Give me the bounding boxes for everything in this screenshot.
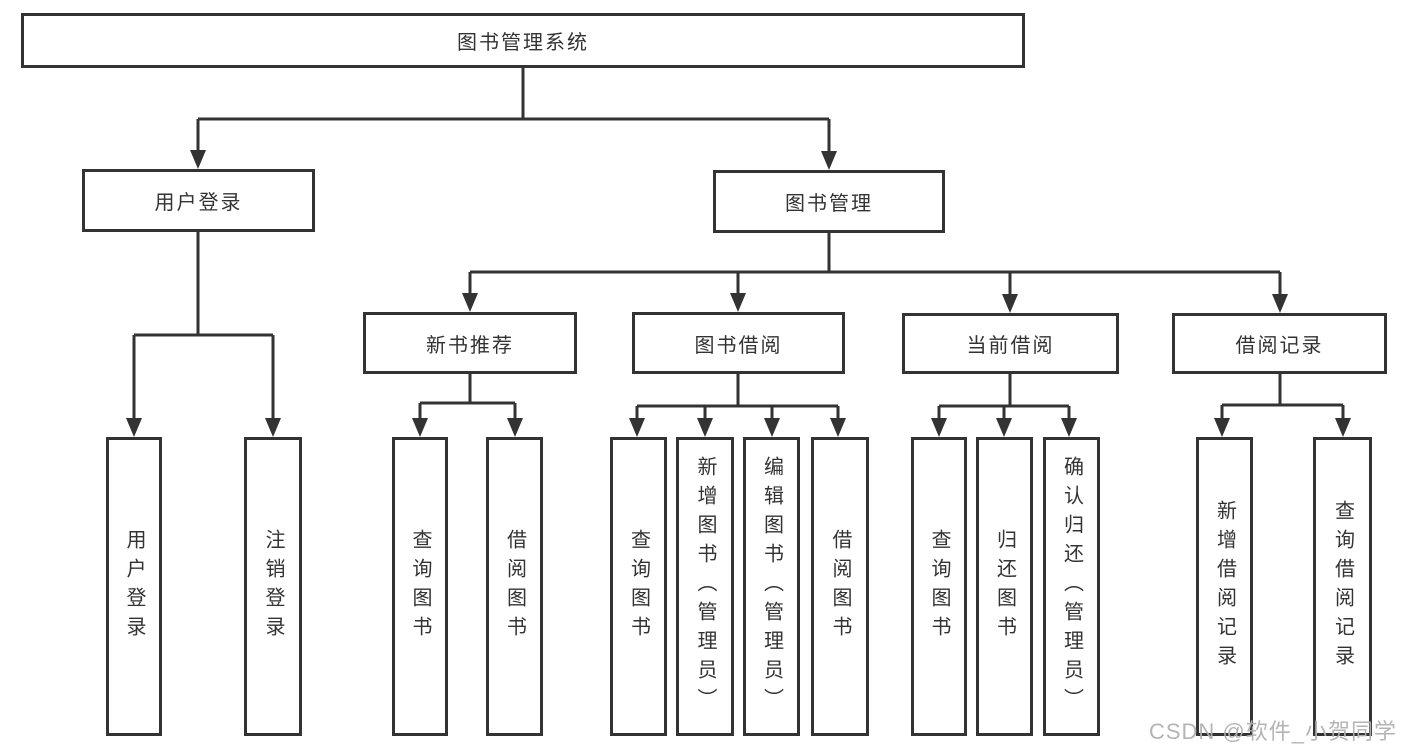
leaf-current-query-books: 查询图书 bbox=[911, 437, 967, 736]
node-label: 注销登录 bbox=[262, 528, 284, 645]
leaf-borrowing-edit-books: 编辑图书（管理员） bbox=[743, 437, 800, 736]
leaf-recommend-borrow-books: 借阅图书 bbox=[486, 437, 543, 736]
node-label: 用户登录 bbox=[154, 192, 243, 214]
node-label: 当前借阅 bbox=[966, 335, 1055, 357]
leaf-records-add-record: 新增借阅记录 bbox=[1196, 437, 1253, 736]
leaf-borrowing-query-books: 查询图书 bbox=[610, 437, 667, 736]
node-new-book-recommendation: 新书推荐 bbox=[363, 312, 577, 374]
node-label: 借阅图书 bbox=[503, 528, 526, 645]
leaf-borrowing-add-books: 新增图书（管理员） bbox=[676, 437, 734, 736]
node-label: 查询图书 bbox=[928, 528, 950, 645]
arrowheads bbox=[126, 150, 1351, 437]
node-label: 借阅图书 bbox=[829, 528, 851, 645]
node-label: 新增图书（管理员） bbox=[694, 456, 716, 717]
node-label: 图书管理 bbox=[785, 193, 873, 215]
node-borrowing-records: 借阅记录 bbox=[1172, 313, 1387, 374]
node-label: 借阅记录 bbox=[1235, 335, 1324, 357]
node-current-borrowing: 当前借阅 bbox=[902, 313, 1119, 374]
leaf-current-confirm-return: 确认归还（管理员） bbox=[1043, 437, 1100, 736]
node-label: 查询借阅记录 bbox=[1331, 499, 1354, 674]
csdn-watermark: CSDN @软件_小贺同学 bbox=[1148, 719, 1397, 744]
leaf-logout: 注销登录 bbox=[244, 437, 302, 736]
node-label: 查询图书 bbox=[409, 528, 431, 645]
node-label: 图书管理系统 bbox=[457, 32, 589, 54]
node-label: 确认归还（管理员） bbox=[1060, 456, 1083, 717]
node-label: 用户登录 bbox=[123, 528, 145, 645]
leaf-records-query-record: 查询借阅记录 bbox=[1313, 437, 1372, 736]
node-label: 编辑图书（管理员） bbox=[760, 456, 783, 717]
node-book-management: 图书管理 bbox=[713, 170, 945, 233]
leaf-current-return-books: 归还图书 bbox=[976, 437, 1033, 736]
leaf-user-login: 用户登录 bbox=[106, 437, 162, 736]
node-user-login: 用户登录 bbox=[82, 169, 315, 232]
node-label: 新书推荐 bbox=[426, 334, 514, 357]
node-label: 图书借阅 bbox=[694, 334, 783, 357]
node-label: 归还图书 bbox=[993, 528, 1016, 645]
leaf-borrowing-borrow-books: 借阅图书 bbox=[811, 437, 869, 736]
node-book-borrowing: 图书借阅 bbox=[632, 312, 845, 374]
leaf-recommend-query-books: 查询图书 bbox=[392, 437, 448, 736]
node-library-management-system: 图书管理系统 bbox=[21, 13, 1025, 68]
node-label: 查询图书 bbox=[627, 528, 650, 645]
node-label: 新增借阅记录 bbox=[1213, 499, 1236, 674]
